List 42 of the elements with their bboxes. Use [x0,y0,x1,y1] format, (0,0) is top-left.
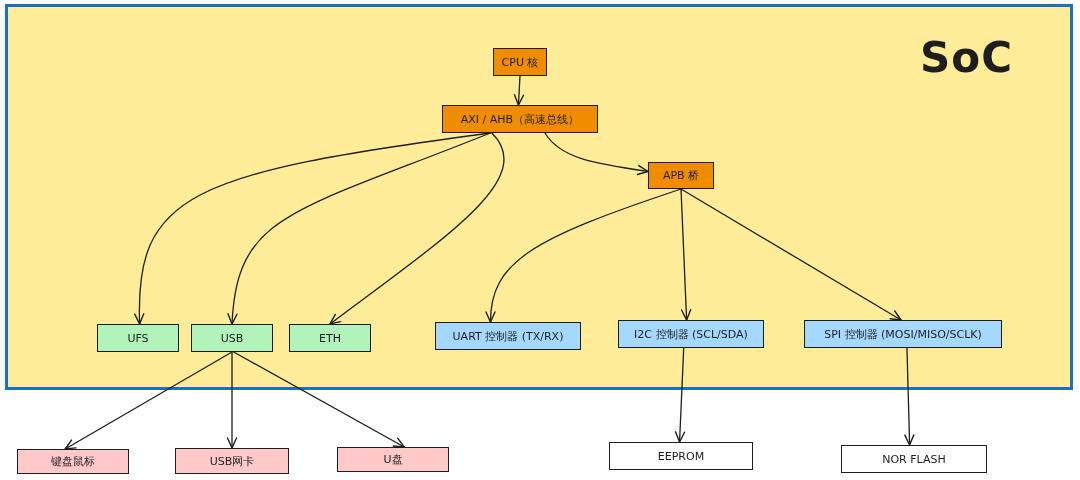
process-box [17,449,129,474]
node-label: NOR FLASH [882,453,946,465]
process-box [289,324,371,352]
process-box [841,445,987,473]
arrow [680,188,692,321]
process-box [442,105,598,133]
arrow [485,188,682,323]
node-label: APB 桥 [662,170,700,181]
node-label: EEPROM [657,450,705,462]
container-title: SoC [920,37,1014,79]
node-label: USB网卡 [209,455,255,467]
node-label: I2C 控制器 (SCL/SDA) [634,328,748,340]
arrow [64,351,233,450]
process-box [804,320,1002,348]
arrow [544,132,649,176]
arrow [233,351,405,448]
arrow [513,75,525,106]
node-label: 键盘鼠标 [51,456,95,467]
arrow [329,132,505,325]
process-box [337,447,449,472]
node-label: CPU 核 [501,56,539,68]
node-label: USB [220,332,244,344]
process-box [609,442,753,470]
node-label: AXI / AHB（高速总线） [460,113,580,125]
process-box [175,448,289,474]
process-box [618,320,764,348]
node-label: UFS [127,332,149,344]
arrow [680,188,902,321]
arrow [227,132,491,325]
process-box [493,48,547,76]
node-label: SPI 控制器 (MOSI/MISO/SCLK) [824,328,982,340]
arrow [904,347,915,446]
process-box [435,322,581,350]
process-box [97,324,179,352]
arrow [226,351,238,449]
soc-container [5,4,1073,390]
node-label: U盘 [383,454,403,465]
arrow [674,347,686,443]
process-box [648,162,714,189]
node-label: UART 控制器 (TX/RX) [452,330,564,342]
process-box [191,324,273,352]
node-label: ETH [319,332,341,344]
